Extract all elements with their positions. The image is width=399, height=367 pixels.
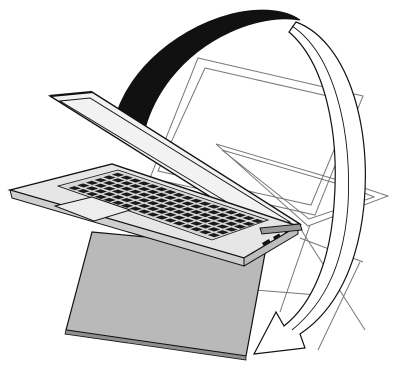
laptop-rotation-diagram <box>0 0 399 367</box>
illustration-stage <box>0 0 399 367</box>
